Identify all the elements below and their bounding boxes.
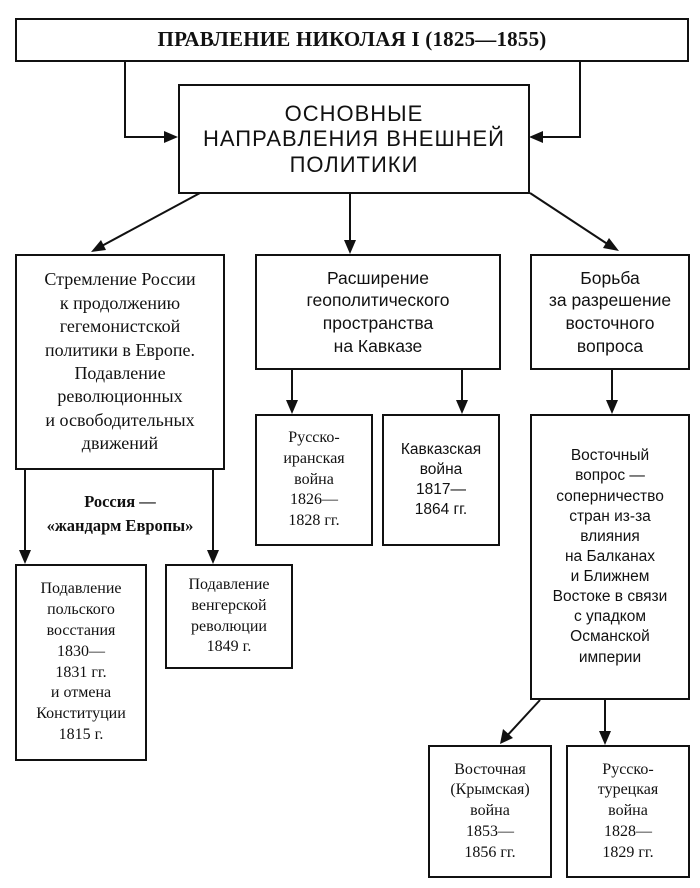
caucasian-war-box: Кавказская война 1817— 1864 гг.: [382, 414, 500, 546]
arrowhead: [606, 400, 618, 414]
arrowhead: [456, 400, 468, 414]
crimean-war-box: Восточная (Крымская) война 1853— 1856 гг…: [428, 745, 552, 878]
arrow-question-to-crimean: [504, 699, 541, 739]
arrowhead: [19, 550, 31, 564]
russo-persian-war-box: Русско- иранская война 1826— 1828 гг.: [255, 414, 373, 546]
arrowhead: [207, 550, 219, 564]
direction-europe-box: Стремление России к продолжению гегемони…: [15, 254, 225, 470]
arrow-main-to-europe: [97, 192, 201, 249]
direction-caucasus-box: Расширение геополитического пространства…: [255, 254, 501, 370]
direction-eastern-box: Борьба за разрешение восточного вопроса: [530, 254, 690, 370]
arrow-title-to-main-left: [124, 60, 172, 138]
arrow-main-to-eastern: [529, 192, 613, 248]
arrowhead: [286, 400, 298, 414]
eastern-question-box: Восточный вопрос — соперничество стран и…: [530, 414, 690, 700]
arrowhead: [500, 729, 513, 744]
russo-turkish-war-box: Русско- турецкая война 1828— 1829 гг.: [566, 745, 690, 878]
main-directions-box: ОСНОВНЫЕ НАПРАВЛЕНИЯ ВНЕШНЕЙ ПОЛИТИКИ: [178, 84, 530, 194]
arrowhead: [529, 131, 543, 143]
arrowhead: [344, 240, 356, 254]
hungarian-revolution-box: Подавление венгерской революции 1849 г.: [165, 564, 293, 669]
arrowhead: [91, 240, 106, 252]
arrowhead: [599, 731, 611, 745]
arrowhead: [603, 238, 619, 251]
polish-uprising-box: Подавление польского восстания 1830— 183…: [15, 564, 147, 761]
title-box: ПРАВЛЕНИЕ НИКОЛАЯ I (1825—1855): [15, 18, 689, 62]
arrowhead: [164, 131, 178, 143]
gendarme-label: Россия — «жандарм Европы»: [46, 492, 194, 535]
arrow-title-to-main-right: [535, 60, 581, 138]
